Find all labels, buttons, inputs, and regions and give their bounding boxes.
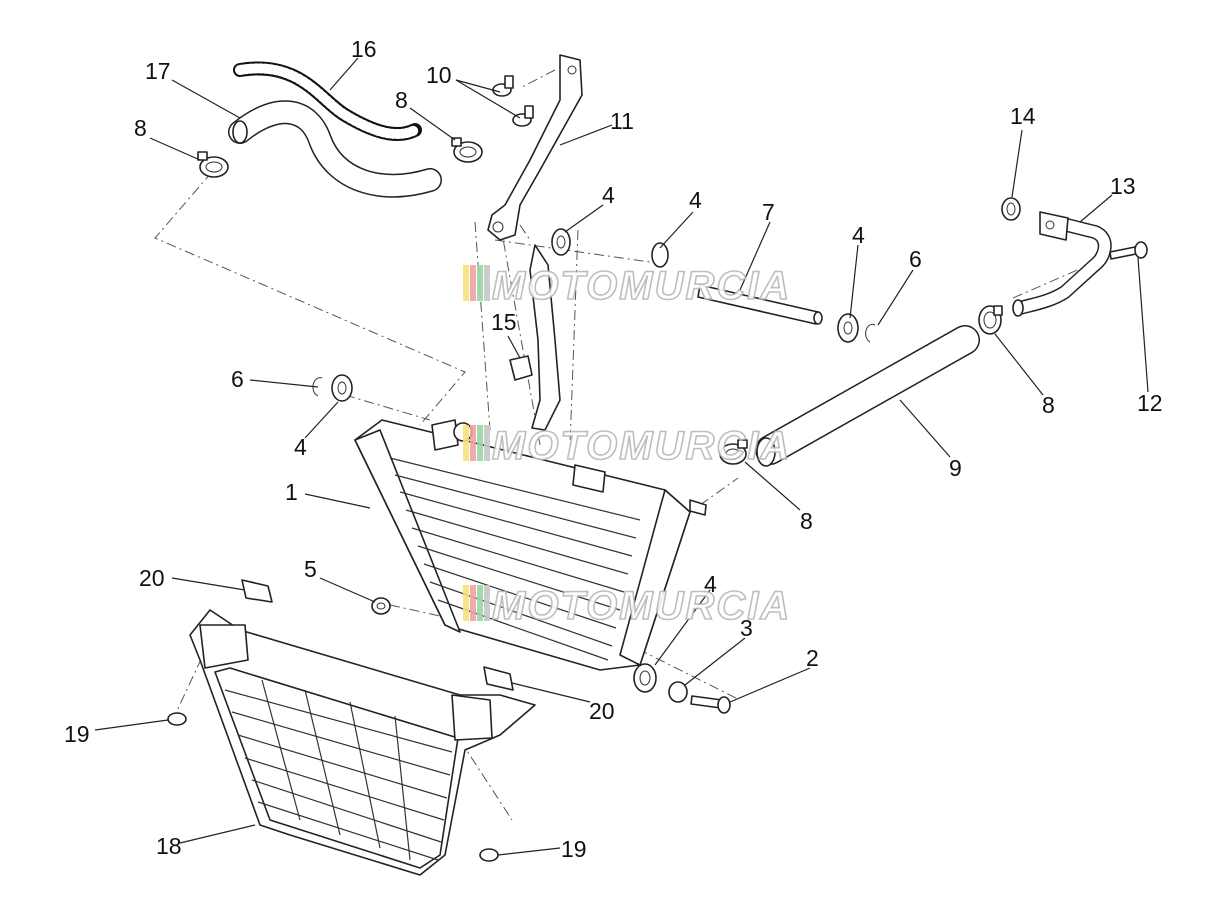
watermark-stripe-4 (484, 265, 490, 301)
spacer-3 (668, 681, 688, 703)
clip-20-right (483, 666, 514, 691)
watermark-stripe-1 (463, 425, 469, 461)
part-number-16: 16 (351, 36, 377, 62)
part-number-6: 6 (231, 366, 244, 392)
hose-clamp-8-top (451, 137, 483, 163)
part-number-20: 20 (139, 565, 165, 591)
part-number-19: 19 (561, 836, 587, 862)
part-number-20: 20 (589, 698, 615, 724)
grommet-4-top (551, 228, 571, 256)
watermark-text: MOTOMURCIA (492, 584, 791, 628)
part-number-4: 4 (689, 187, 702, 213)
part-number-7: 7 (762, 199, 775, 225)
watermark-middle: MOTOMURCIA (463, 423, 791, 469)
part-number-2: 2 (806, 645, 819, 671)
nut-5 (371, 597, 391, 615)
part-number-19: 19 (64, 721, 90, 747)
hose-clamp-8-left (197, 151, 229, 178)
corrugated-sleeve-16 (233, 61, 422, 141)
part-number-11: 11 (610, 108, 634, 134)
circlip-6-right (865, 323, 876, 343)
part-number-8: 8 (800, 508, 813, 534)
watermark-stripe-1 (463, 265, 469, 301)
part-number-17: 17 (145, 58, 171, 84)
watermark-text: MOTOMURCIA (492, 264, 791, 308)
hose-clamp-8-bottom (719, 439, 748, 465)
watermark-stripe-3 (477, 425, 483, 461)
watermark-stripe-4 (484, 585, 490, 621)
part-number-8: 8 (134, 115, 147, 141)
pin-7 (697, 284, 823, 325)
part-number-8: 8 (1042, 392, 1055, 418)
bolt-2 (690, 695, 731, 714)
grommet-4-bottom (633, 663, 657, 693)
part-number-9: 9 (949, 455, 962, 481)
radiator-1 (354, 419, 707, 671)
watermark-stripe-4 (484, 425, 490, 461)
grommet-4-right (837, 313, 859, 343)
hose-9 (755, 325, 980, 467)
grille-guard-18 (189, 609, 536, 876)
part-number-14: 14 (1010, 103, 1036, 129)
watermark-stripe-3 (477, 265, 483, 301)
part-number-6: 6 (909, 246, 922, 272)
part-number-15: 15 (491, 309, 517, 335)
part-number-4: 4 (852, 222, 865, 248)
hose-17 (228, 100, 442, 198)
pipe-fitting-13 (1012, 211, 1112, 317)
screw-19-right (479, 848, 499, 862)
screw-19-left (167, 712, 187, 726)
part-number-5: 5 (304, 556, 317, 582)
watermark-stripe-3 (477, 585, 483, 621)
part-number-8: 8 (395, 87, 408, 113)
clip-15 (509, 355, 533, 381)
bracket-11 (487, 54, 583, 431)
part-number-18: 18 (156, 833, 182, 859)
clip-20-left (241, 579, 273, 603)
part-number-4: 4 (704, 571, 717, 597)
part-number-10: 10 (426, 62, 452, 88)
grommet-4-left (331, 374, 353, 402)
grommet-4-mid (651, 242, 669, 268)
part-number-3: 3 (740, 615, 753, 641)
circlip-6-left (312, 377, 323, 397)
hose-clamp-8-right (978, 305, 1003, 335)
part-number-12: 12 (1137, 390, 1163, 416)
part-number-13: 13 (1110, 173, 1136, 199)
screws-10 (492, 75, 534, 127)
watermark-stripe-2 (470, 585, 476, 621)
watermark-top: MOTOMURCIA (463, 263, 791, 309)
watermark-stripe-2 (470, 425, 476, 461)
bolt-12 (1109, 241, 1148, 260)
leader-lines (94, 57, 1149, 856)
watermark-stripe-2 (470, 265, 476, 301)
watermark-text: MOTOMURCIA (492, 424, 791, 468)
part-number-labels: 17 16 8 8 10 11 4 4 7 4 6 14 13 15 6 4 1… (64, 36, 1163, 862)
part-number-4: 4 (294, 434, 307, 460)
part-number-4: 4 (602, 182, 615, 208)
watermark-bottom: MOTOMURCIA (463, 583, 791, 629)
part-number-1: 1 (285, 479, 298, 505)
watermark-stripe-1 (463, 585, 469, 621)
washer-14 (1001, 197, 1021, 221)
